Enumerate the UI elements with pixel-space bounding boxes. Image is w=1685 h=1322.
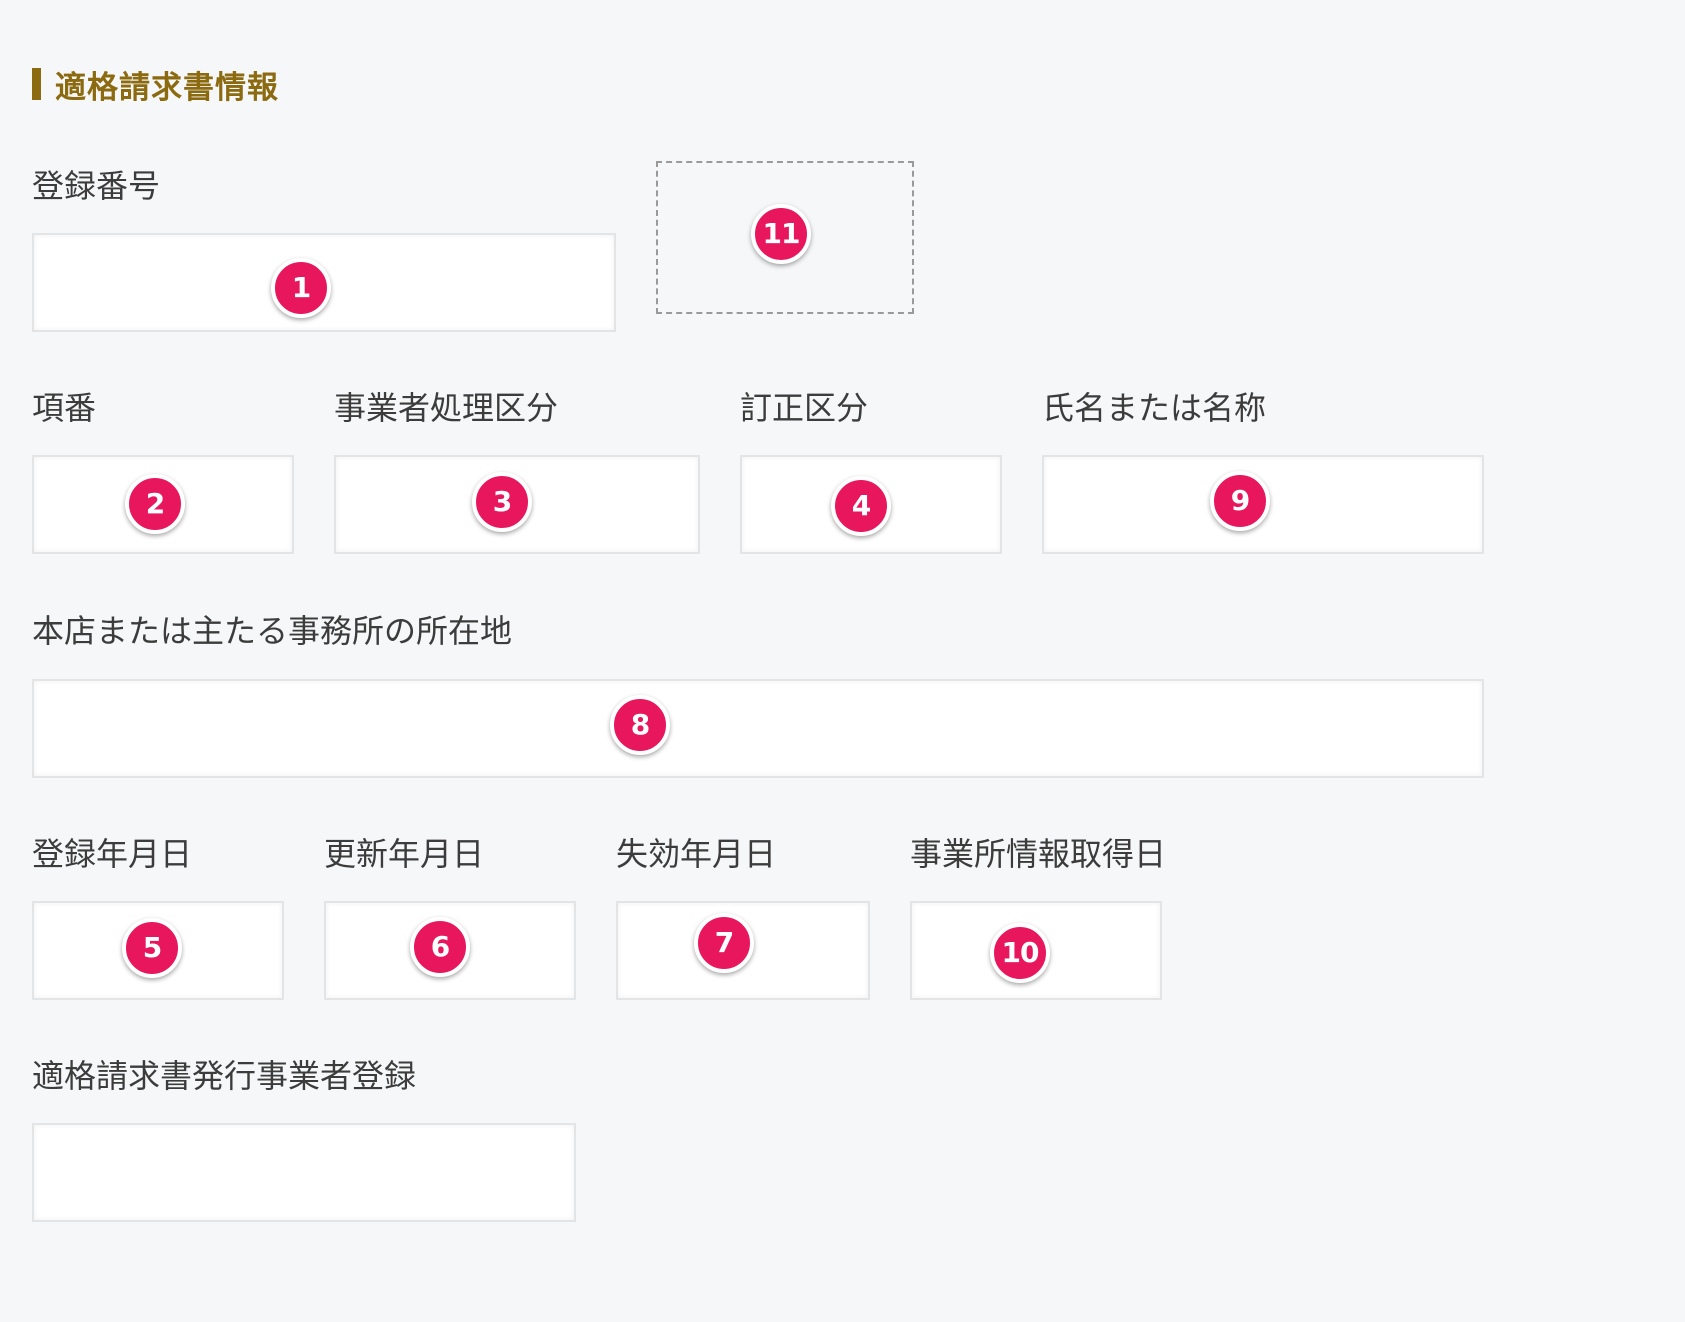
head-office-address-label: 本店または主たる事務所の所在地: [32, 612, 513, 650]
marker-1: 1: [271, 258, 331, 318]
update-date-label: 更新年月日: [324, 835, 485, 873]
marker-7: 7: [694, 913, 754, 973]
correction-category-label: 訂正区分: [740, 389, 869, 427]
qualified-invoice-issuer-registration-label: 適格請求書発行事業者登録: [32, 1057, 417, 1095]
section-header: 適格請求書情報: [32, 64, 279, 106]
expiration-date-label: 失効年月日: [616, 835, 777, 873]
office-info-acquisition-date-label: 事業所情報取得日: [910, 835, 1167, 873]
marker-3: 3: [472, 472, 532, 532]
marker-9: 9: [1210, 471, 1270, 531]
business-processing-category-label: 事業者処理区分: [334, 389, 559, 427]
section-title: 適格請求書情報: [55, 69, 279, 106]
item-number-label: 項番: [32, 389, 97, 427]
marker-11: 11: [751, 204, 811, 264]
marker-4: 4: [831, 476, 891, 536]
section-accent-bar: [32, 68, 41, 100]
image-placeholder: [656, 161, 914, 314]
qualified-invoice-issuer-registration-field[interactable]: [32, 1123, 576, 1222]
registration-number-label: 登録番号: [32, 167, 161, 205]
registration-date-label: 登録年月日: [32, 835, 193, 873]
marker-8: 8: [610, 695, 670, 755]
head-office-address-field[interactable]: [32, 679, 1484, 778]
name-label: 氏名または名称: [1042, 389, 1267, 427]
marker-6: 6: [410, 917, 470, 977]
marker-2: 2: [125, 474, 185, 534]
marker-5: 5: [122, 918, 182, 978]
marker-10: 10: [990, 923, 1050, 983]
